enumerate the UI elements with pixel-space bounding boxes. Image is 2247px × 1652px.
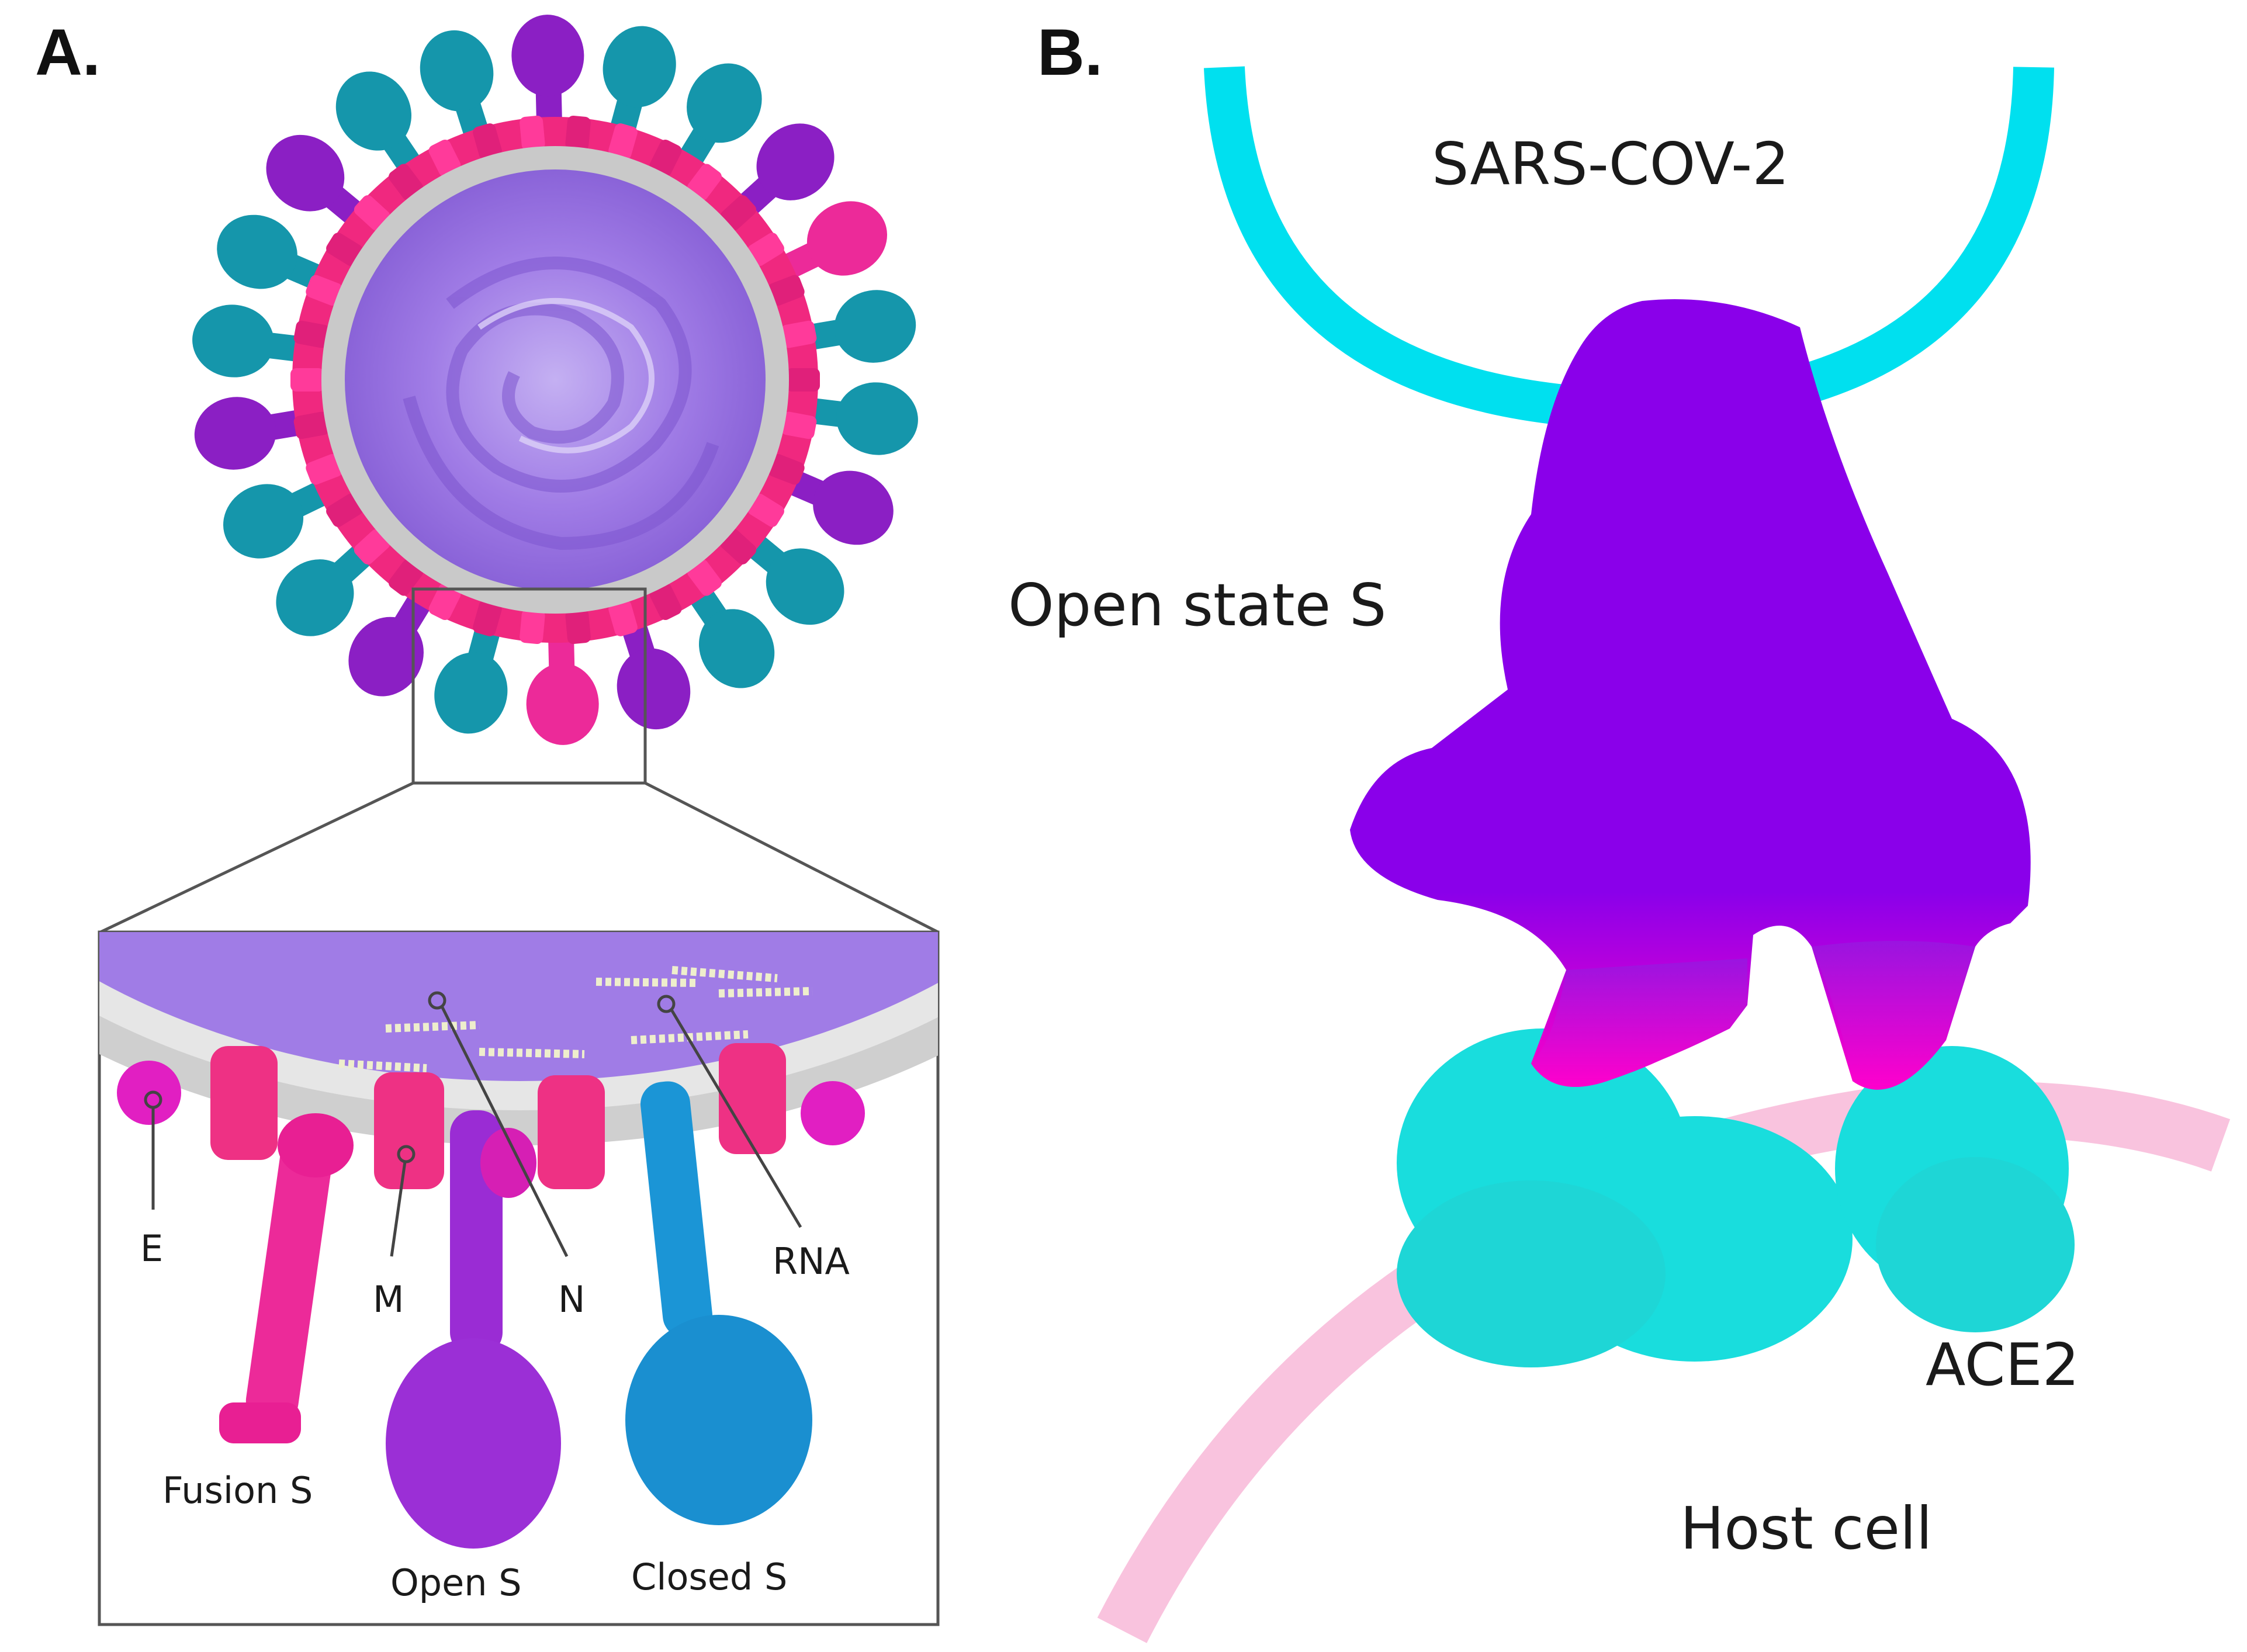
inset-interior xyxy=(99,932,938,1081)
ace2-domain xyxy=(1397,1180,1666,1367)
membrane-protein xyxy=(565,609,591,645)
membrane-protein xyxy=(781,320,817,348)
panel-b-label: B. xyxy=(1037,16,1103,89)
rna-strand xyxy=(338,1059,427,1072)
label-rna: RNA xyxy=(773,1240,850,1283)
membrane-protein xyxy=(786,368,820,392)
m-protein xyxy=(719,1043,786,1154)
m-protein xyxy=(374,1072,444,1189)
n-leader xyxy=(440,1005,569,1258)
panel-a-label: A. xyxy=(35,16,101,89)
membrane-protein xyxy=(687,164,722,200)
membrane-protein xyxy=(473,600,502,636)
fusion-s-base xyxy=(219,1402,301,1443)
spike-leg xyxy=(1812,941,1975,1090)
inset-illustration xyxy=(99,932,938,1549)
membrane-protein xyxy=(649,139,682,176)
membrane-protein xyxy=(473,123,502,160)
membrane-protein xyxy=(354,195,390,231)
spike xyxy=(511,15,584,129)
m-leader xyxy=(390,1161,407,1257)
membrane-protein xyxy=(781,411,817,439)
membrane-protein xyxy=(293,320,330,348)
label-open-state: Open state S xyxy=(1008,571,1386,639)
fusion-s-protein xyxy=(245,1134,333,1425)
membrane-protein xyxy=(389,164,423,200)
membrane-protein xyxy=(687,559,722,596)
label-closed-s: Closed S xyxy=(631,1556,787,1598)
spike xyxy=(526,631,599,745)
rna-swirl xyxy=(403,257,719,550)
membrane-protein xyxy=(520,609,545,645)
e-protein xyxy=(801,1081,865,1145)
membrane-protein xyxy=(608,123,638,160)
open-state-spike xyxy=(1350,299,2031,1090)
zoom-box xyxy=(411,587,647,785)
rna-strand xyxy=(671,966,778,982)
membrane-protein xyxy=(565,115,591,151)
membrane-protein xyxy=(326,493,363,527)
membrane-protein xyxy=(747,233,784,266)
membrane-protein xyxy=(649,583,682,621)
membrane-protein xyxy=(389,559,423,596)
zoom-line-left xyxy=(99,781,414,934)
membrane-protein xyxy=(608,600,638,636)
membrane-protein xyxy=(768,275,805,306)
membrane-protein xyxy=(326,233,363,266)
spike xyxy=(802,290,916,363)
label-host-cell: Host cell xyxy=(1680,1494,1933,1563)
virion-interior xyxy=(345,169,766,590)
spike xyxy=(194,397,308,470)
membrane-protein-blocks xyxy=(290,115,820,645)
membrane-protein xyxy=(354,529,390,564)
spike-leg xyxy=(1531,958,1747,1087)
membrane-protein xyxy=(293,411,330,439)
rna-marker xyxy=(657,995,676,1013)
membrane-protein xyxy=(428,583,461,621)
rna-highlight xyxy=(477,298,655,453)
m-marker xyxy=(397,1145,416,1163)
open-s-head xyxy=(386,1338,561,1549)
membrane-protein xyxy=(290,368,324,392)
membrane-protein xyxy=(768,453,805,485)
e-protein xyxy=(480,1128,536,1198)
membrane-protein xyxy=(306,453,342,485)
rna-strand xyxy=(595,978,696,987)
spike xyxy=(192,304,306,377)
virion-spikes xyxy=(192,15,918,745)
rna-strand xyxy=(479,1048,585,1058)
label-ace2: ACE2 xyxy=(1926,1331,2079,1399)
n-marker xyxy=(428,991,446,1010)
m-protein xyxy=(210,1046,278,1160)
membrane-protein xyxy=(428,139,461,176)
rna-strand xyxy=(385,1021,480,1033)
rna-strand xyxy=(718,987,813,998)
label-m: M xyxy=(373,1278,404,1321)
membrane-protein xyxy=(306,275,342,306)
virion-illustration xyxy=(192,15,918,745)
ace2-receptor xyxy=(1397,1028,2075,1367)
rna-leader xyxy=(670,1009,802,1228)
ace2-domain xyxy=(1876,1157,2075,1332)
rna-strand xyxy=(631,1030,749,1044)
membrane-protein xyxy=(720,529,757,564)
label-open-s: Open S xyxy=(390,1561,522,1604)
label-e: E xyxy=(140,1227,163,1270)
zoom-line-right xyxy=(644,781,939,934)
membrane-protein xyxy=(720,195,757,231)
fusion-s-head xyxy=(278,1113,354,1177)
spike-trimer xyxy=(1350,299,2031,1090)
spike xyxy=(804,382,918,455)
label-n: N xyxy=(558,1278,585,1321)
closed-s-head xyxy=(625,1315,812,1525)
inset-rna-strands xyxy=(338,966,813,1072)
label-fusion-s: Fusion S xyxy=(162,1469,313,1512)
m-protein xyxy=(538,1075,605,1189)
closed-s-stalk xyxy=(640,1081,712,1338)
label-virus: SARS-COV-2 xyxy=(1432,130,1789,198)
membrane-protein xyxy=(747,493,784,527)
membrane-protein xyxy=(520,115,545,151)
